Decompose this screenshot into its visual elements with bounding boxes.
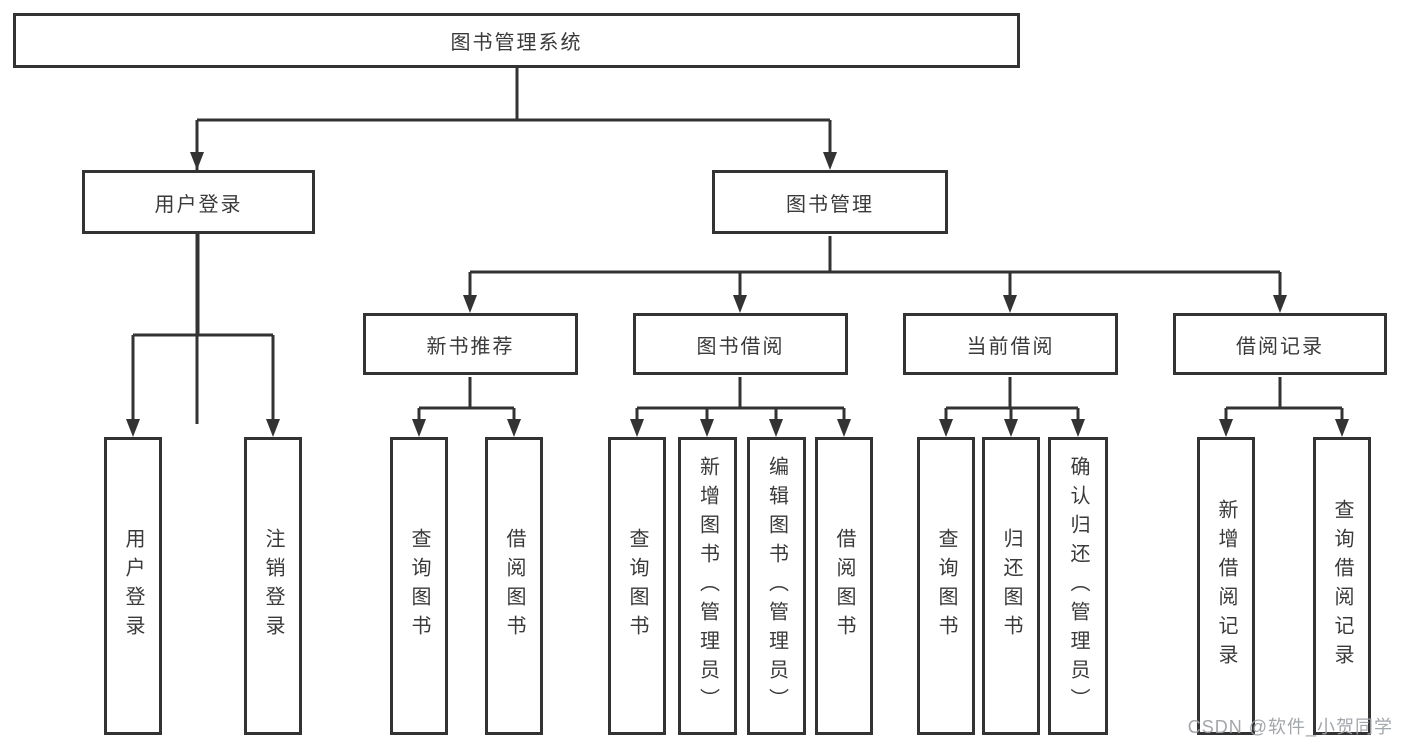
connector-currentborrow-to-leaves (944, 377, 1080, 421)
csdn-watermark: CSDN @软件_小贺同学 (1187, 717, 1393, 737)
leaf-add-book-admin: 新增图书（管理员） (678, 437, 737, 735)
node-borrow-records: 借阅记录 (1173, 313, 1387, 375)
node-book-management: 图书管理 (712, 170, 948, 234)
connector-userlogin-to-leaves (131, 233, 275, 421)
leaf-edit-book-admin: 编辑图书（管理员） (747, 437, 806, 735)
node-user-login: 用户登录 (82, 170, 315, 234)
connector-records-to-leaves (1224, 377, 1344, 421)
node-book-borrowing: 图书借阅 (633, 313, 848, 375)
node-new-book-recommend: 新书推荐 (363, 313, 578, 375)
leaf-confirm-return-admin: 确认归还（管理员） (1048, 437, 1108, 735)
leaf-return-book: 归还图书 (982, 437, 1040, 735)
connector-borrowmodule-to-leaves (635, 377, 846, 421)
leaf-query-books-recommend: 查询图书 (390, 437, 448, 735)
leaf-user-login: 用户登录 (104, 437, 162, 735)
connector-recommend-to-leaves (417, 377, 516, 421)
connector-bookmgmt-to-level3 (468, 236, 1282, 297)
leaf-borrow-books-recommend: 借阅图书 (485, 437, 543, 735)
leaf-logout: 注销登录 (244, 437, 302, 735)
leaf-query-books-current: 查询图书 (917, 437, 975, 735)
leaf-query-borrow-record: 查询借阅记录 (1313, 437, 1371, 735)
node-library-system: 图书管理系统 (13, 13, 1020, 68)
leaf-add-borrow-record: 新增借阅记录 (1197, 437, 1255, 735)
leaf-query-books-borrowing: 查询图书 (608, 437, 666, 735)
node-current-borrowing: 当前借阅 (903, 313, 1118, 375)
leaf-borrow-books-borrowing: 借阅图书 (815, 437, 873, 735)
